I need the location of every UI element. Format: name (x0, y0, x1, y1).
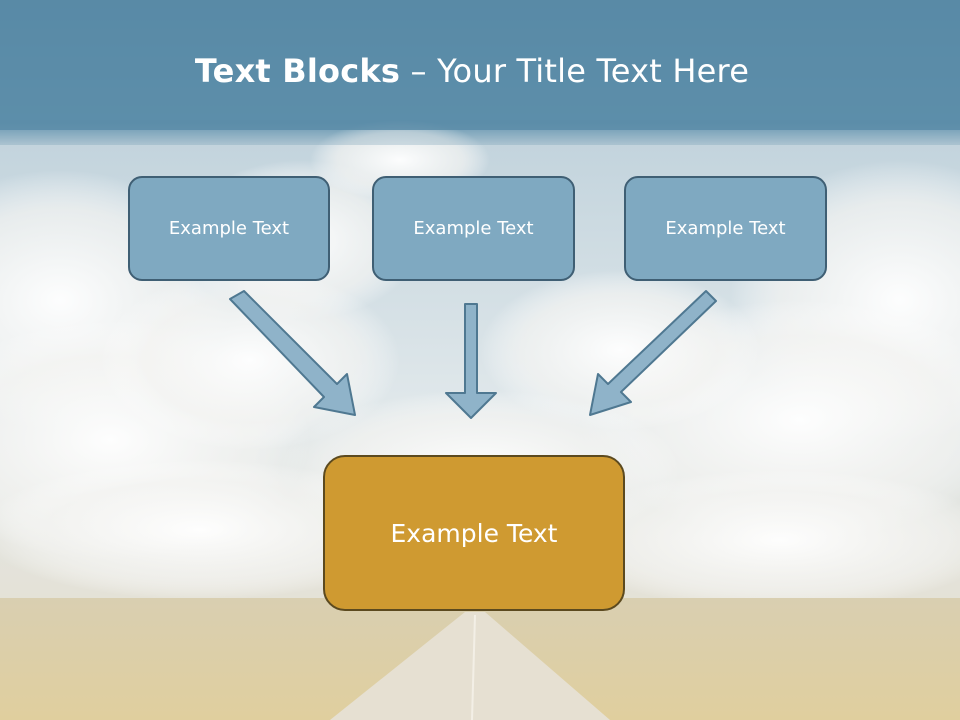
text-block-left-label: Example Text (168, 218, 290, 239)
main-text-block[interactable]: Example Text (323, 455, 625, 611)
road (330, 612, 610, 720)
title-separator: – (400, 52, 438, 90)
slide-title: Text Blocks – Your Title Text Here (0, 52, 944, 90)
text-block-left[interactable]: Example Text (128, 176, 330, 281)
title-rest: Your Title Text Here (437, 52, 750, 90)
main-text-block-label: Example Text (390, 518, 558, 548)
text-block-center[interactable]: Example Text (372, 176, 575, 281)
text-block-right-label: Example Text (665, 218, 786, 239)
header-band (0, 0, 960, 130)
text-block-center-label: Example Text (413, 218, 534, 239)
text-block-right[interactable]: Example Text (624, 176, 827, 281)
title-bold: Text Blocks (194, 52, 401, 90)
